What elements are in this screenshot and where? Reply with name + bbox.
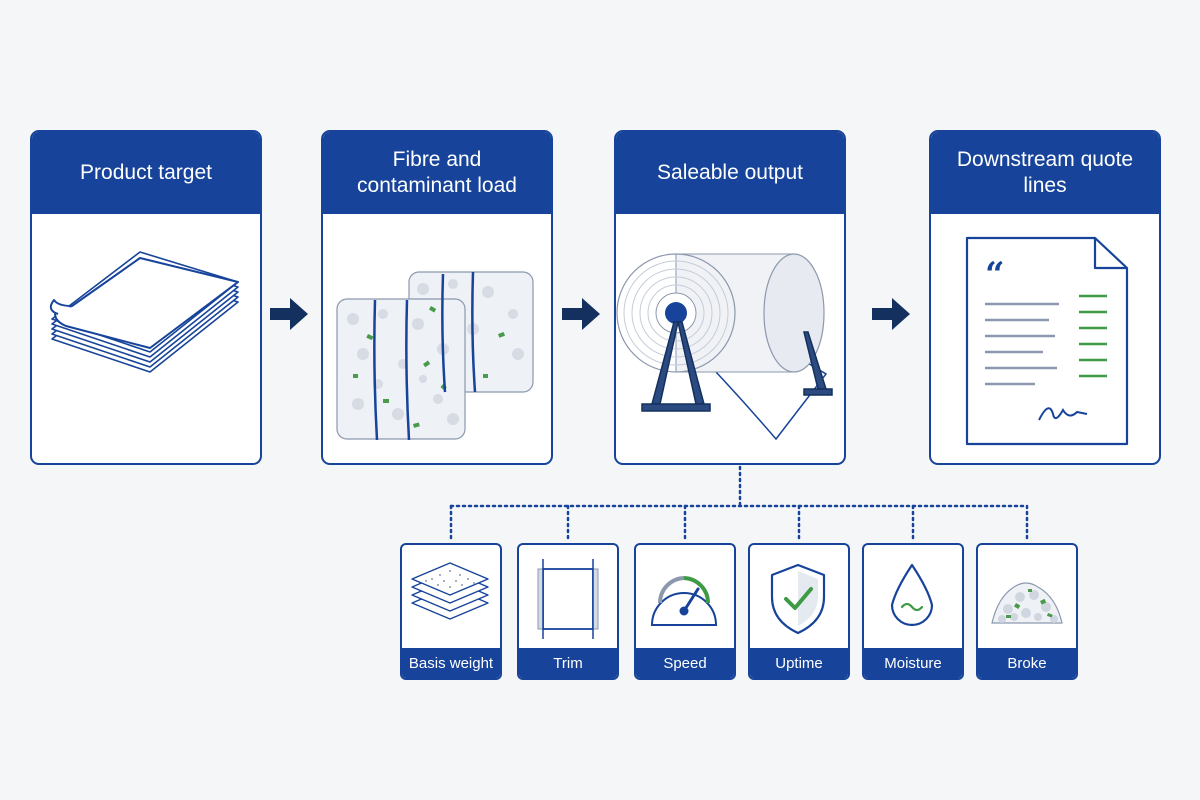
svg-text:“: “ xyxy=(985,255,1005,295)
factor-label: Trim xyxy=(519,648,617,678)
step-title: Fibre and contaminant load xyxy=(357,148,517,197)
step-header: Product target xyxy=(32,132,260,214)
factor-label: Basis weight xyxy=(402,648,500,678)
paper-roll-icon xyxy=(616,214,843,462)
arrow-right-icon xyxy=(562,298,600,330)
step-header: Saleable output xyxy=(616,132,844,214)
step-header: Fibre and contaminant load xyxy=(323,132,551,214)
step-title: Saleable output xyxy=(657,161,803,184)
factor-label: Moisture xyxy=(864,648,962,678)
factor-tile-moisture: Moisture xyxy=(862,543,964,680)
factor-tile-basis-weight: Basis weight xyxy=(400,543,502,680)
step-card-quote-lines: Downstream quote lines “ xyxy=(929,130,1161,465)
factor-tile-speed: Speed xyxy=(634,543,736,680)
step-card-product-target: Product target xyxy=(30,130,262,465)
factor-label: Speed xyxy=(636,648,734,678)
shield-check-icon xyxy=(750,545,847,649)
factor-tile-broke: Broke xyxy=(976,543,1078,680)
factor-label: Broke xyxy=(978,648,1076,678)
factor-tile-trim: Trim xyxy=(517,543,619,680)
broke-pile-icon xyxy=(978,545,1075,649)
trim-icon xyxy=(519,545,616,649)
step-card-saleable-output: Saleable output xyxy=(614,130,846,465)
quote-document-icon: “ xyxy=(931,214,1158,462)
step-title: Downstream quote lines xyxy=(956,148,1134,197)
factor-label: Uptime xyxy=(750,648,848,678)
factor-tile-uptime: Uptime xyxy=(748,543,850,680)
paper-stack-icon xyxy=(32,214,259,462)
sheet-layers-icon xyxy=(402,545,499,649)
fibre-bales-icon xyxy=(323,214,550,462)
arrow-right-icon xyxy=(872,298,910,330)
water-drop-icon xyxy=(864,545,961,649)
step-card-fibre-load: Fibre and contaminant load xyxy=(321,130,553,465)
step-title: Product target xyxy=(80,161,212,184)
arrow-right-icon xyxy=(270,298,308,330)
step-header: Downstream quote lines xyxy=(931,132,1159,214)
speedometer-icon xyxy=(636,545,733,649)
